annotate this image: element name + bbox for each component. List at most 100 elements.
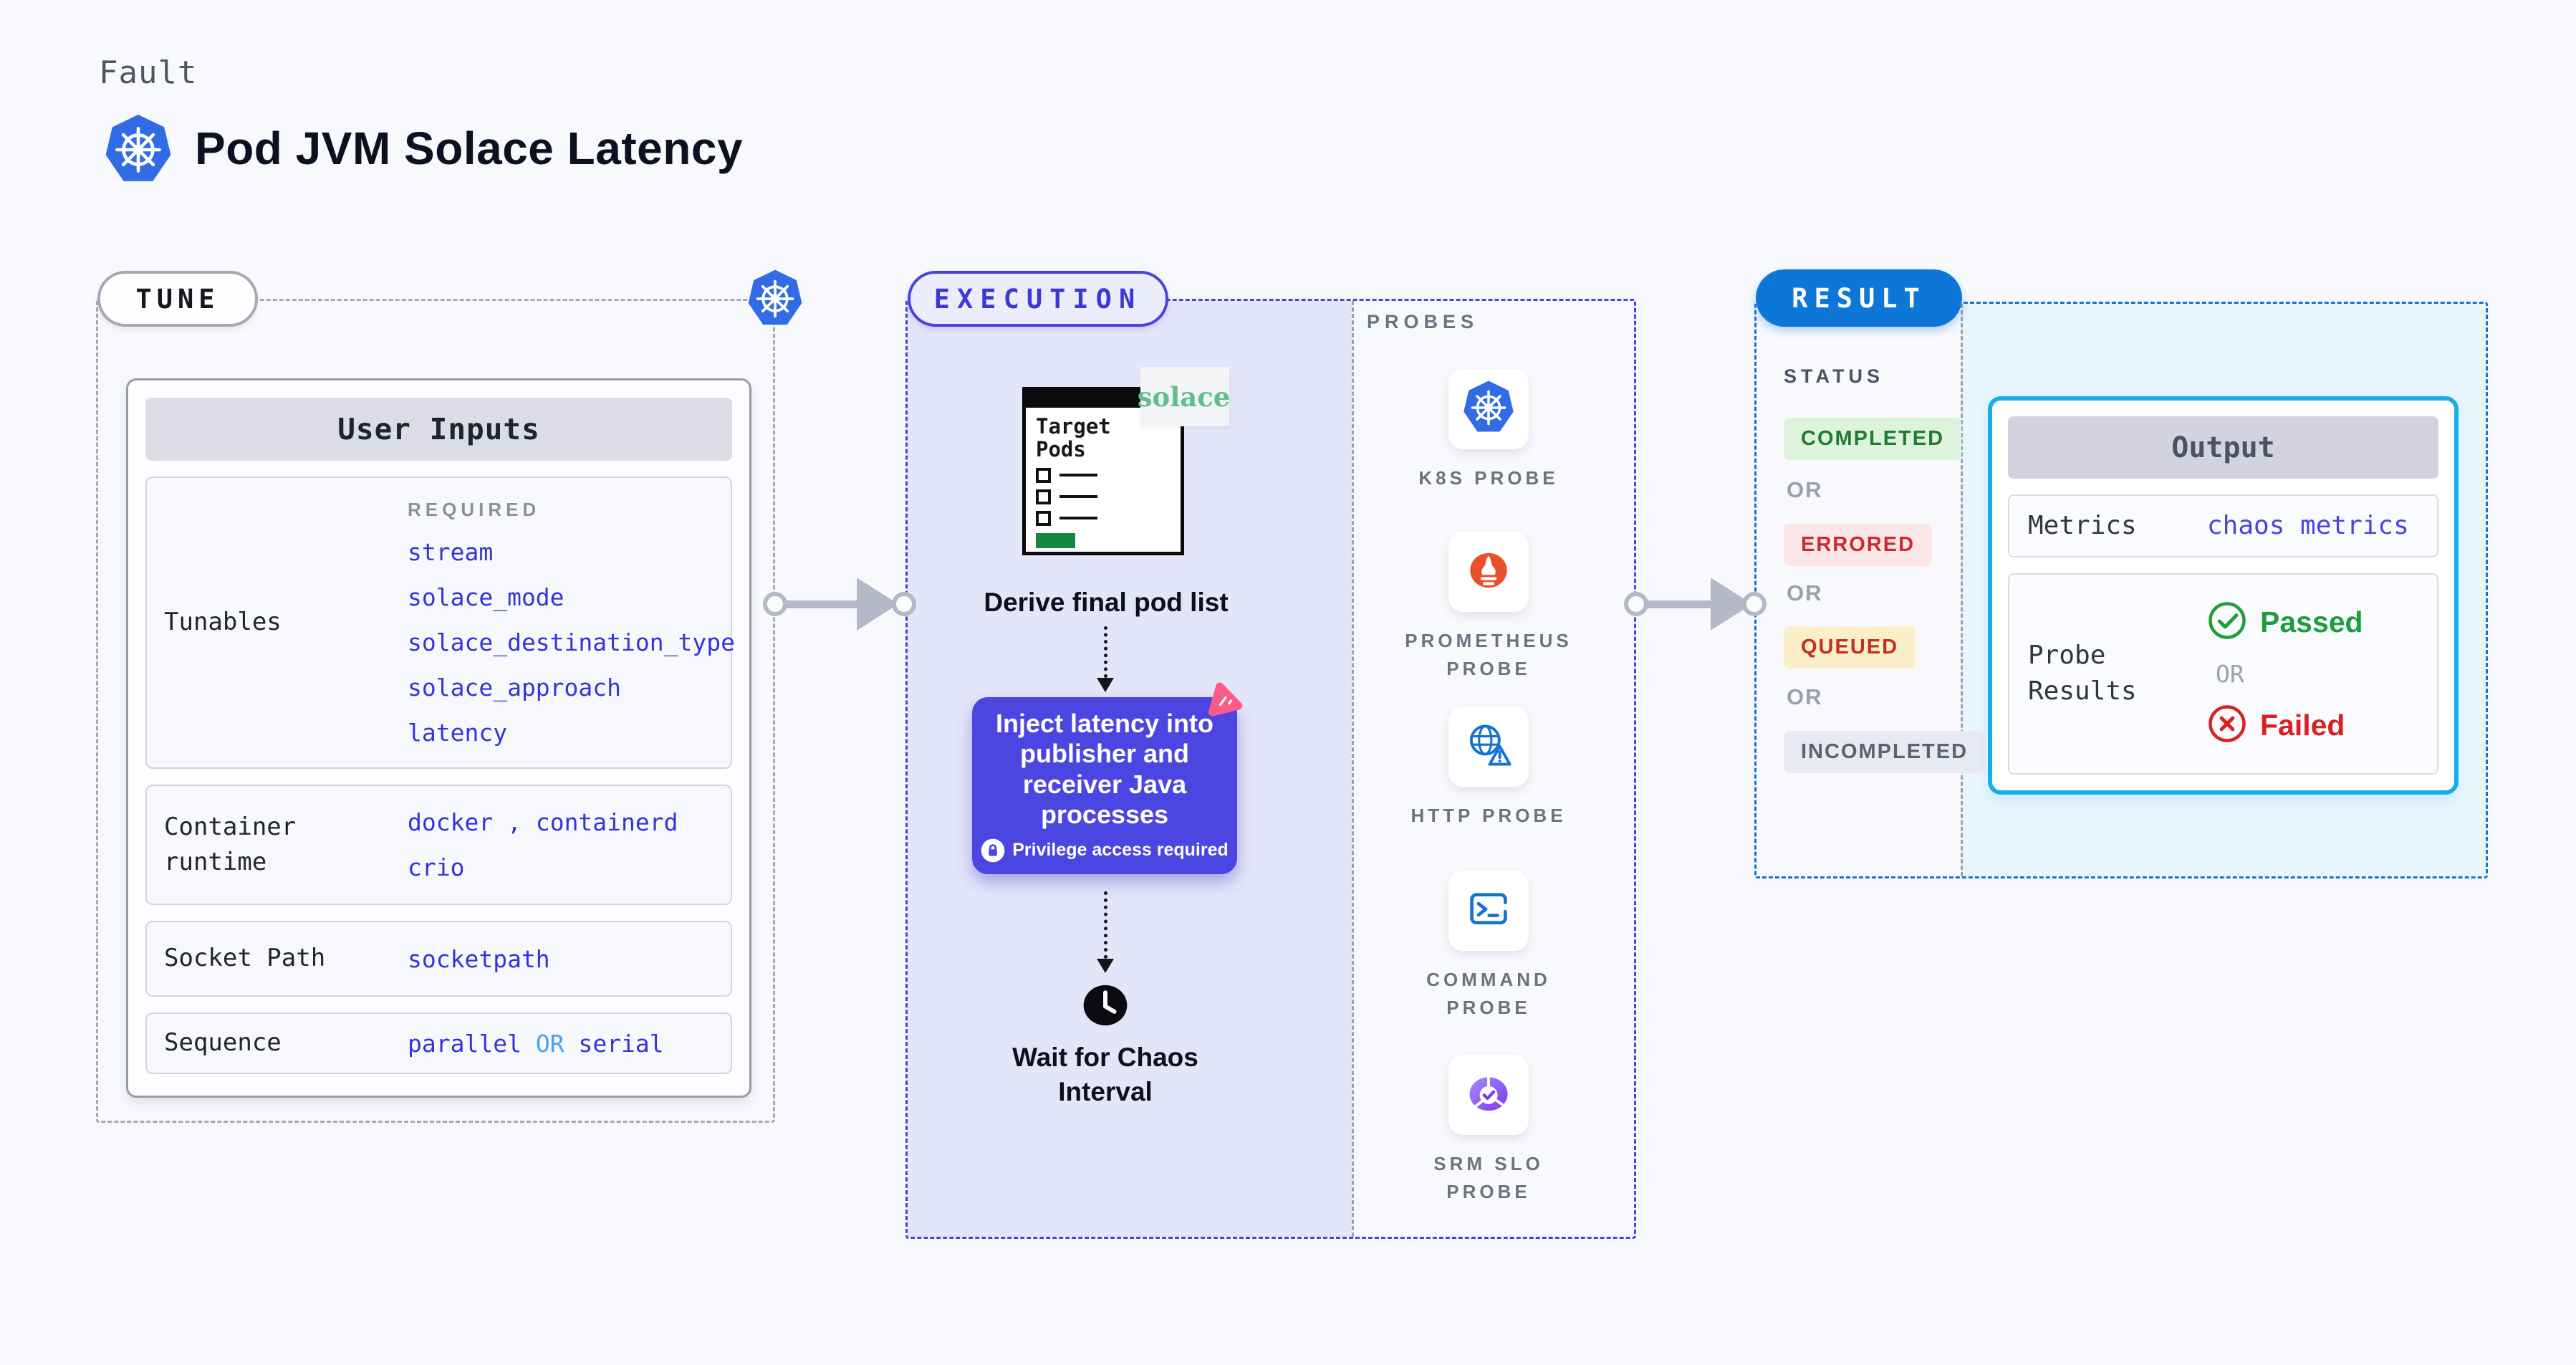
connector-dot <box>892 592 916 616</box>
execution-probes-divider <box>1352 301 1354 1237</box>
tunables-label: Tunables <box>164 608 282 637</box>
user-inputs-card: User Inputs Tunables REQUIRED stream sol… <box>126 378 751 1098</box>
tune-badge: TUNE <box>97 271 258 327</box>
sequence-or: OR <box>535 1029 564 1058</box>
socket-path-row: Socket Path socketpath <box>145 921 732 997</box>
status-heading: STATUS <box>1784 365 1884 387</box>
connector-dot <box>1742 592 1767 616</box>
srm-slo-probe-card <box>1448 1055 1529 1135</box>
status-badge-errored: ERRORED <box>1784 524 1933 566</box>
or-label: OR <box>2216 659 2244 688</box>
list-line <box>1059 495 1097 499</box>
status-badge-incompleted: INCOMPLETED <box>1784 731 1986 773</box>
privilege-note-text: Privilege access required <box>1012 840 1229 861</box>
prometheus-icon <box>1461 542 1517 602</box>
metrics-value: chaos metrics <box>2207 511 2409 541</box>
passed-result: Passed <box>2207 600 2363 644</box>
metrics-row: Metrics chaos metrics <box>2008 494 2438 557</box>
pod-list-item <box>1036 489 1171 504</box>
fault-eyebrow: Fault <box>99 54 198 91</box>
tunable-value: solace_destination_type <box>408 628 735 656</box>
probes-heading: PROBES <box>1367 311 1479 332</box>
pod-list-item <box>1036 510 1171 526</box>
terminal-icon <box>1461 881 1517 941</box>
sequence-row: Sequence parallel OR serial <box>145 1012 732 1074</box>
status-badge-completed: COMPLETED <box>1784 418 1962 460</box>
tunable-value: solace_mode <box>408 583 564 611</box>
checkbox-icon <box>1036 467 1051 483</box>
probe-results-label: Probe Results <box>2028 640 2137 707</box>
globe-warning-icon <box>1461 717 1517 777</box>
tunable-value: solace_approach <box>408 674 622 701</box>
list-line <box>1059 517 1097 520</box>
privilege-note: Privilege access required <box>981 838 1229 863</box>
or-label: OR <box>1787 477 1823 502</box>
solace-logo: solace <box>1137 367 1231 426</box>
tunable-value: stream <box>408 538 494 566</box>
flow-connector <box>1104 891 1107 959</box>
kubernetes-icon <box>745 269 805 329</box>
execution-badge: EXECUTION <box>908 271 1168 327</box>
output-card: Output Metrics chaos metrics Probe Resul… <box>1988 396 2459 795</box>
sequence-value: parallel OR serial <box>408 1030 664 1058</box>
lock-icon <box>981 838 1005 863</box>
runtime-containerd: containerd <box>535 808 678 836</box>
probe-results-row: Probe Results Passed OR <box>2008 573 2438 775</box>
arrow-tune-to-execution <box>775 600 861 608</box>
runtime-crio: crio <box>408 853 465 881</box>
container-runtime-row: Container runtime docker , containerd cr… <box>145 785 732 905</box>
passed-text: Passed <box>2260 605 2363 638</box>
kubernetes-icon <box>102 113 175 186</box>
tune-section-border <box>96 299 775 1123</box>
target-pods-title: Target Pods <box>1036 414 1111 462</box>
container-runtime-label: Container runtime <box>164 812 297 876</box>
result-divider <box>1961 304 1963 876</box>
inject-latency-text: Inject latency into publisher and receiv… <box>995 709 1214 829</box>
prometheus-probe-card <box>1448 532 1529 612</box>
command-probe-card <box>1448 871 1529 951</box>
pod-list-item <box>1036 467 1171 483</box>
failed-result: Failed <box>2207 704 2363 747</box>
confirm-button-graphic <box>1036 532 1075 548</box>
inject-latency-step: Inject latency into publisher and receiv… <box>972 697 1237 874</box>
output-header: Output <box>2008 416 2438 479</box>
pie-check-icon <box>1461 1065 1517 1125</box>
checkbox-icon <box>1036 510 1051 526</box>
sequence-serial: serial <box>578 1029 664 1058</box>
tunable-value: latency <box>408 719 508 747</box>
flow-connector <box>1104 626 1107 678</box>
failed-text: Failed <box>2260 708 2345 742</box>
runtime-separator: , <box>493 808 536 836</box>
arrow-probes-to-result <box>1636 600 1715 608</box>
connector-dot <box>763 592 787 616</box>
result-badge: RESULT <box>1756 269 1962 327</box>
arrow-head-icon <box>1097 959 1114 973</box>
k8s-probe-card <box>1448 369 1529 449</box>
required-label: REQUIRED <box>408 499 541 520</box>
runtime-docker: docker <box>408 808 494 836</box>
connector-dot <box>1624 592 1648 616</box>
arrow-head-icon <box>857 578 898 631</box>
probe-label: HTTP PROBE <box>1410 805 1567 826</box>
socket-path-value: socketpath <box>408 944 550 973</box>
wait-chaos-interval-step: Wait for Chaos Interval <box>1012 1043 1198 1107</box>
derive-pod-list-step: Derive final pod list <box>984 588 1229 617</box>
probe-label: PROMETHEUS PROBE <box>1405 630 1572 679</box>
sequence-parallel: parallel <box>408 1029 522 1058</box>
probe-label: SRM SLO PROBE <box>1433 1153 1544 1202</box>
or-label: OR <box>1787 684 1823 709</box>
http-probe-card <box>1448 707 1529 787</box>
probe-label: COMMAND PROBE <box>1426 969 1551 1018</box>
litmus-chaos-icon <box>1196 671 1249 725</box>
kubernetes-icon <box>1461 380 1517 439</box>
socket-path-label: Socket Path <box>164 944 326 973</box>
clock-icon <box>1077 979 1133 1032</box>
solace-logo-text: solace <box>1137 380 1231 413</box>
page-title: Pod JVM Solace Latency <box>195 123 744 174</box>
user-inputs-header: User Inputs <box>145 398 732 461</box>
tunables-row: Tunables REQUIRED stream solace_mode sol… <box>145 476 735 769</box>
arrow-head-icon <box>1097 678 1114 692</box>
probe-label: K8S PROBE <box>1418 467 1559 489</box>
status-badge-queued: QUEUED <box>1784 626 1916 669</box>
